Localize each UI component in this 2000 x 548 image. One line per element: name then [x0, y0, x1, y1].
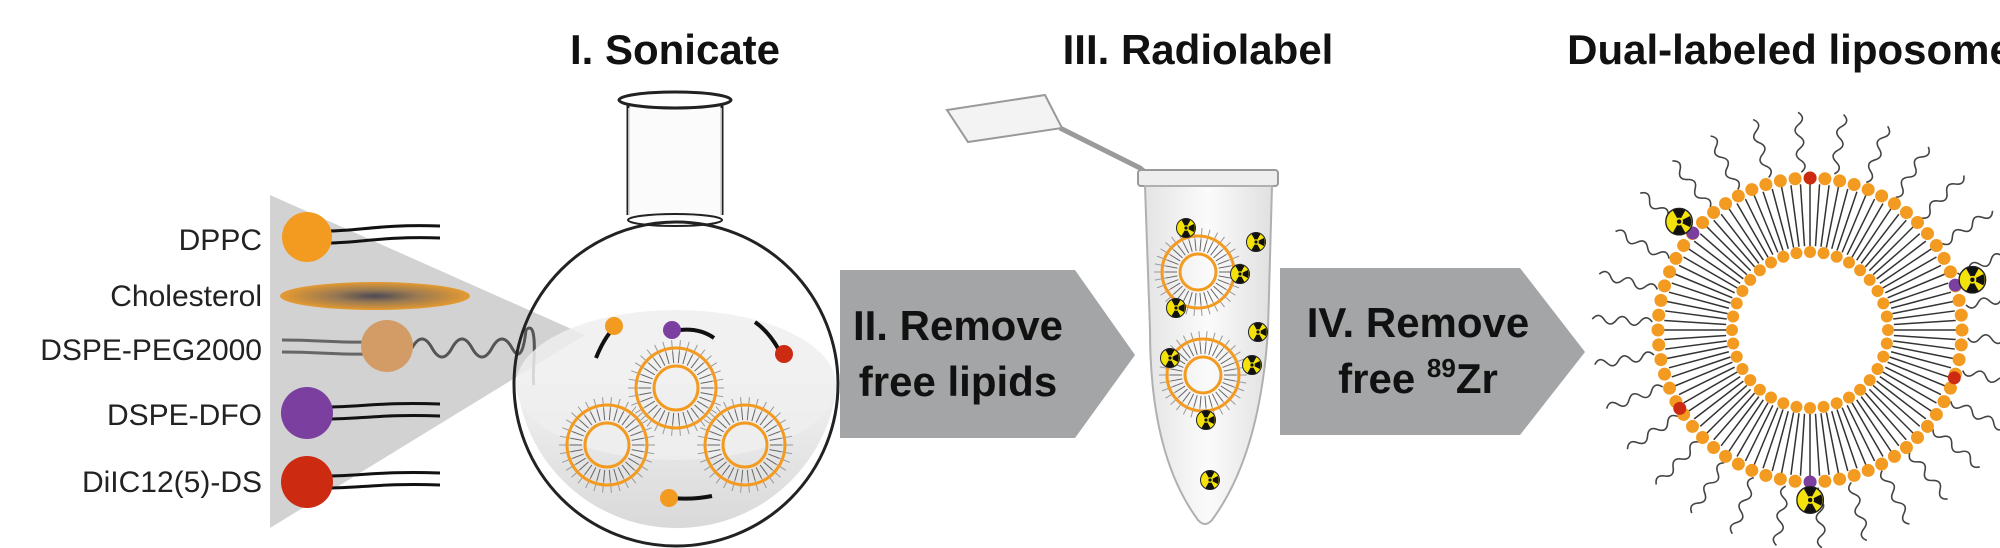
- arrow-label-zr-line2: free 89Zr: [1338, 353, 1498, 402]
- liposome-flask-top: [628, 340, 724, 436]
- microcentrifuge-tube: [945, 93, 1279, 525]
- arrow-label-zr-line1: IV. Remove: [1307, 299, 1530, 346]
- step-arrow-remove-zr: IV. Remove free 89Zr: [1280, 268, 1585, 435]
- component-zoom-wedge: [270, 195, 585, 528]
- flask-liposomes: [559, 340, 793, 493]
- dspe-peg-lipid-icon: [281, 320, 543, 407]
- cholesterol-icon: [280, 282, 470, 310]
- legend-label-dspe-dfo: DSPE-DFO: [107, 399, 262, 432]
- radiation-icon: [1796, 486, 1825, 514]
- liposome-flask-left: [559, 397, 655, 493]
- liposome-tube-upper: [1154, 228, 1242, 316]
- dual-labeled-liposome: [1591, 111, 2000, 548]
- dspe-dfo-lipid-icon: [281, 387, 441, 439]
- diic-dye-lipid-icon: [281, 456, 441, 508]
- legend-label-dppc: DPPC: [179, 224, 262, 257]
- radiation-icon: [1958, 265, 1987, 294]
- arrow-label-remove-line2: free lipids: [859, 358, 1057, 405]
- step-arrow-remove-lipids: II. Remove free lipids: [840, 270, 1135, 438]
- radiation-icon: [1665, 207, 1694, 236]
- title-radiolabel: III. Radiolabel: [1063, 26, 1334, 73]
- liposome-flask-right: [697, 397, 793, 493]
- arrow-label-remove-line1: II. Remove: [853, 302, 1063, 349]
- legend-label-cholesterol: Cholesterol: [110, 280, 262, 313]
- legend-label-dspe-peg2000: DSPE-PEG2000: [40, 334, 262, 367]
- title-dual-labeled-liposome: Dual-labeled liposome: [1567, 26, 2000, 73]
- title-sonicate: I. Sonicate: [570, 26, 780, 73]
- lipid-legend: DPPC Cholesterol DSPE-PEG2000 DSPE-DFO D…: [40, 212, 543, 508]
- round-bottom-flask: [512, 90, 840, 548]
- dppc-lipid-icon: [282, 212, 441, 262]
- legend-label-diic12: DiIC12(5)-DS: [82, 466, 262, 499]
